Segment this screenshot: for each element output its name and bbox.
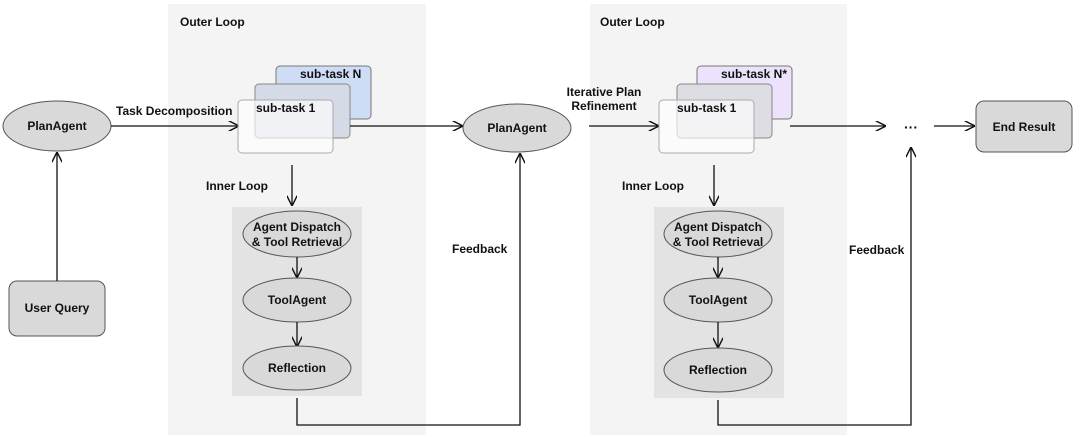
reflection-node-2 xyxy=(663,347,773,393)
tool-agent-label-1: ToolAgent xyxy=(268,293,326,307)
subtask-1-card xyxy=(237,99,334,154)
subtask-1-card-2 xyxy=(658,99,755,154)
agent-dispatch-line1-1: Agent Dispatch xyxy=(253,220,341,234)
subtask-n-star-label: sub-task N* xyxy=(721,67,787,81)
agent-dispatch-line1-2: Agent Dispatch xyxy=(674,220,762,234)
agent-dispatch-line2-2: & Tool Retrieval xyxy=(673,235,763,249)
outer-loop-label-2: Outer Loop xyxy=(600,15,665,29)
task-decomposition-label: Task Decomposition xyxy=(116,104,232,118)
subtask-n-label: sub-task N xyxy=(300,67,361,81)
end-result-node xyxy=(975,100,1073,153)
feedback-arrow-1 xyxy=(296,154,520,426)
plan-agent-node-middle xyxy=(462,103,572,153)
subtask-1-label: sub-task 1 xyxy=(256,101,316,115)
agent-dispatch-line2-1: & Tool Retrieval xyxy=(252,235,342,249)
reflection-node-1 xyxy=(242,345,352,391)
user-query-label: User Query xyxy=(25,301,90,315)
tool-agent-label-2: ToolAgent xyxy=(689,293,747,307)
inner-loop-label-2: Inner Loop xyxy=(622,179,684,193)
reflection-label-2: Reflection xyxy=(689,363,747,377)
feedback-arrow-2 xyxy=(717,148,911,426)
plan-agent-label-left: PlanAgent xyxy=(27,119,86,133)
outer-loop-label-1: Outer Loop xyxy=(180,15,245,29)
agent-dispatch-node-1 xyxy=(242,210,352,258)
agent-dispatch-node-2 xyxy=(663,210,773,258)
iterative-plan-line1: Iterative Plan xyxy=(567,85,642,99)
plan-agent-label-middle: PlanAgent xyxy=(487,121,546,135)
end-result-label: End Result xyxy=(993,120,1056,134)
ellipsis-label: ··· xyxy=(904,119,918,135)
subtask-1-label-2: sub-task 1 xyxy=(677,101,737,115)
inner-loop-label-1: Inner Loop xyxy=(206,179,268,193)
reflection-label-1: Reflection xyxy=(268,361,326,375)
iterative-plan-line2: Refinement xyxy=(571,99,636,113)
feedback-label-2: Feedback xyxy=(849,243,905,257)
feedback-label-1: Feedback xyxy=(452,242,508,256)
